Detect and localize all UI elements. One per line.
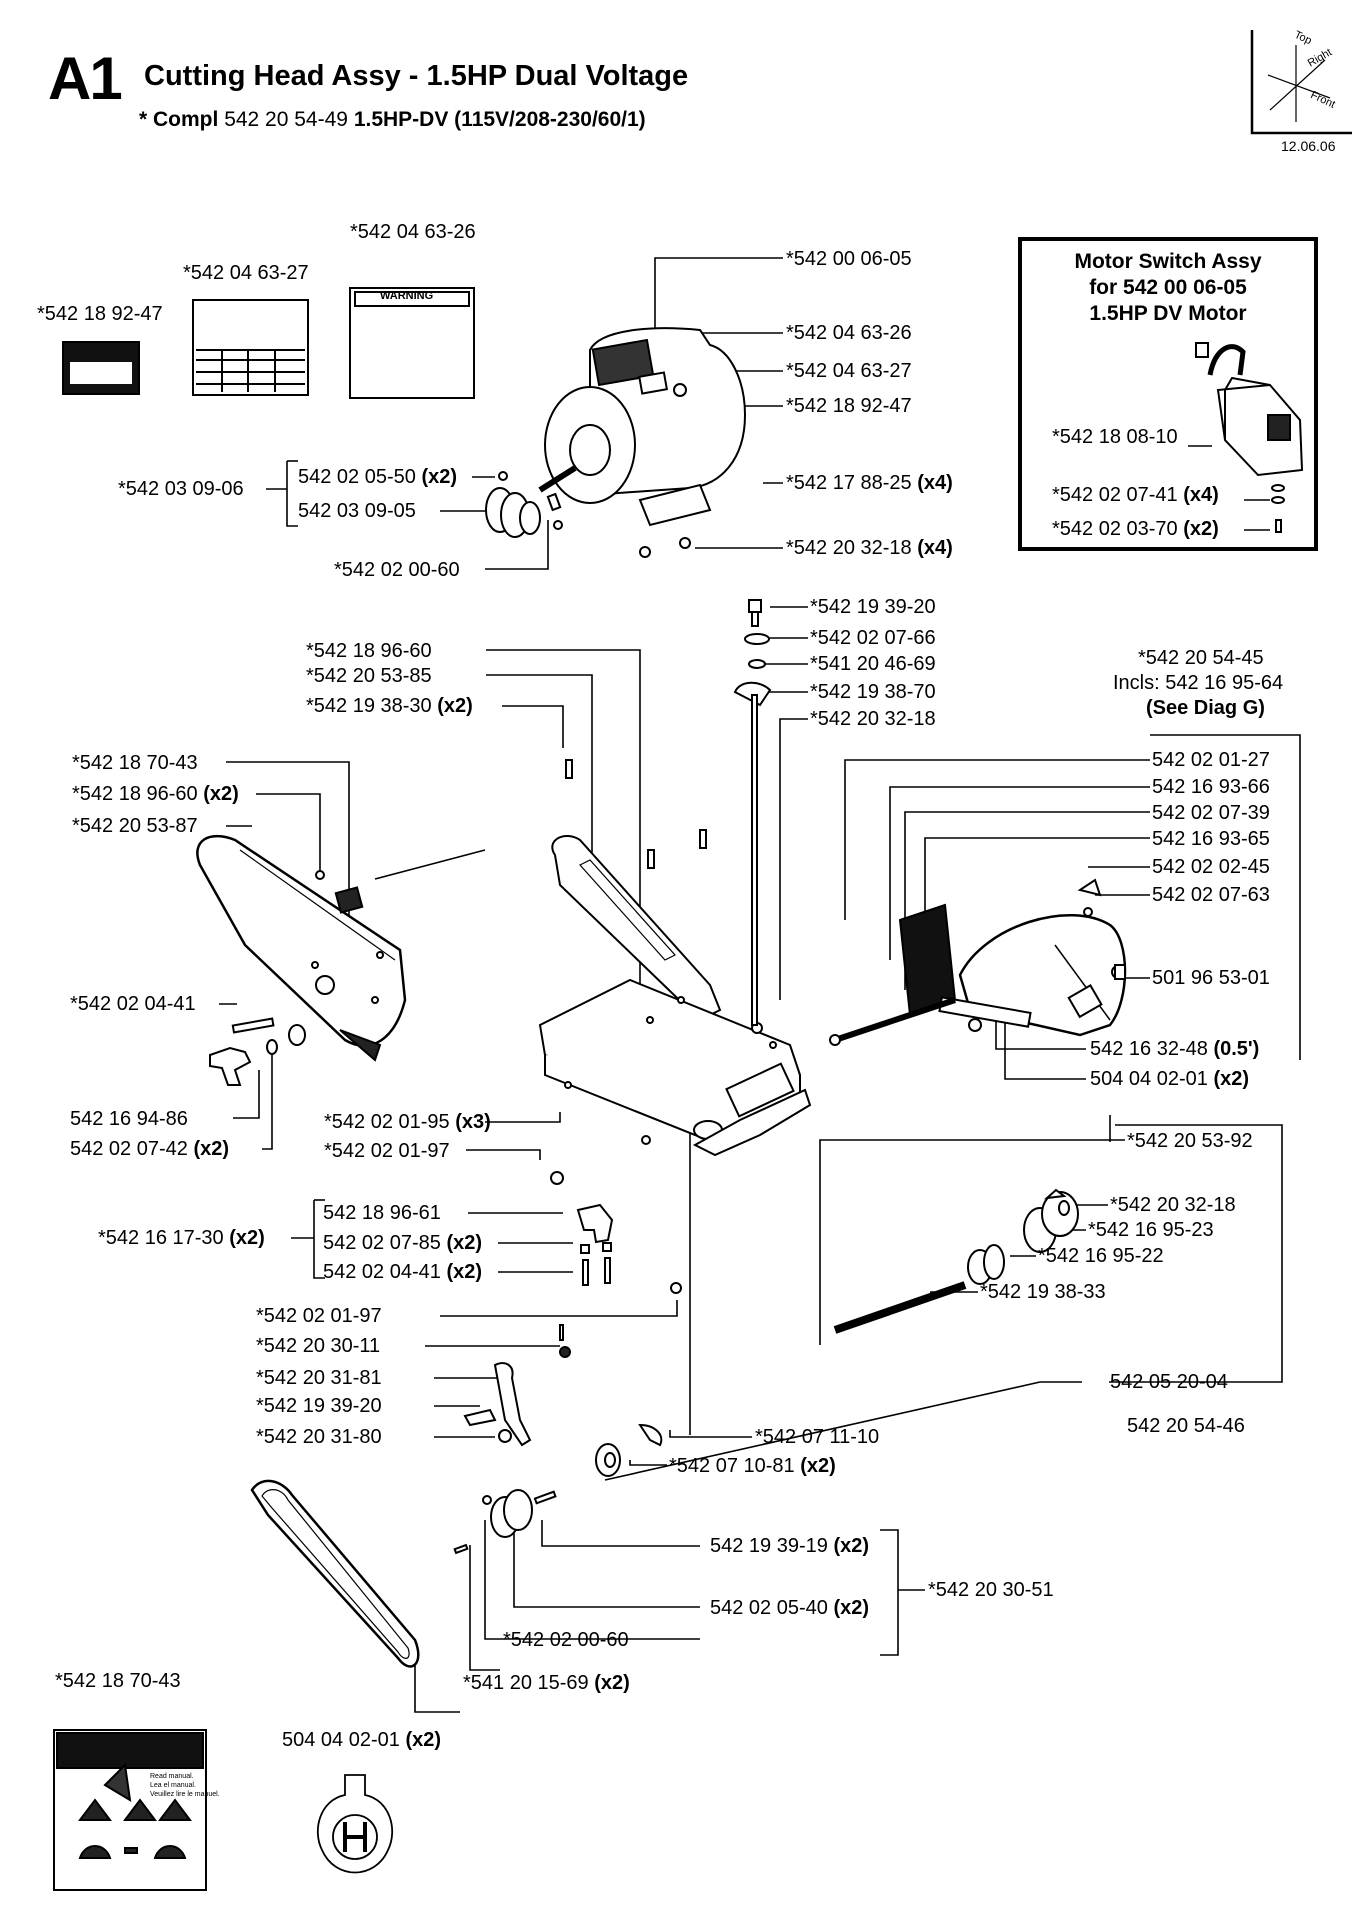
- part-callout: 542 03 09-05: [298, 500, 416, 522]
- decal-manual-artwork: [53, 1729, 207, 1891]
- part-callout: 542 05 20-04: [1110, 1371, 1228, 1393]
- part-callout: *542 02 01-95 (x3): [324, 1111, 491, 1133]
- guard-incls-note: Incls: 542 16 95-64: [1113, 672, 1284, 694]
- part-callout: *542 20 53-85: [306, 665, 432, 687]
- part-callout: 542 02 05-40 (x2): [710, 1597, 870, 1619]
- part-callout: *542 17 88-25 (x4): [786, 472, 953, 494]
- part-callout: *542 20 30-51: [928, 1579, 1054, 1601]
- part-callout: *542 16 17-30 (x2): [98, 1227, 265, 1249]
- page-title: Cutting Head Assy - 1.5HP Dual Voltage: [144, 60, 689, 92]
- part-callout: 542 16 94-86: [70, 1108, 188, 1130]
- part-callout: *542 20 32-18: [810, 708, 936, 730]
- switch-box-title: Motor Switch Assy for 542 00 06-05 1.5HP…: [1074, 250, 1262, 325]
- part-callout: *542 18 96-60 (x2): [72, 783, 239, 805]
- part-callout: *542 20 53-87: [72, 815, 198, 837]
- part-callout: 542 02 07-85 (x2): [323, 1232, 483, 1254]
- switch-part-label: *542 02 07-41 (x4): [1052, 484, 1219, 506]
- part-callout: *542 20 32-18: [1110, 1194, 1236, 1216]
- part-callout: *542 19 38-33: [980, 1281, 1106, 1303]
- part-callout: *542 19 38-70: [810, 681, 936, 703]
- part-callout: *542 18 92-47: [786, 395, 912, 417]
- decal-label: *542 18 70-43: [55, 1670, 181, 1692]
- drive-belts: [250, 1479, 420, 1668]
- part-callout: *542 19 38-30 (x2): [306, 695, 473, 717]
- part-callout: 542 02 07-39: [1152, 802, 1270, 824]
- part-callout: *542 02 04-41: [70, 993, 196, 1015]
- compl-prefix: * Compl: [139, 108, 219, 131]
- guard-see-note: (See Diag G): [1146, 697, 1265, 719]
- parts-artwork: [53, 287, 1304, 1891]
- switch-part-label: *542 02 03-70 (x2): [1052, 518, 1219, 540]
- part-callout: *542 07 10-81 (x2): [669, 1455, 836, 1477]
- compl-number: 542 20 54-49: [224, 108, 348, 131]
- part-callout: *542 20 54-45: [1138, 647, 1264, 669]
- part-callout: *541 20 15-69 (x2): [463, 1672, 630, 1694]
- blade-guard: [829, 878, 1127, 1046]
- revision-date: 12.06.06: [1281, 138, 1336, 154]
- logo-part-label: 504 04 02-01 (x2): [282, 1729, 442, 1751]
- part-callout: 501 96 53-01: [1152, 967, 1270, 989]
- part-callout: *542 04 63-27: [786, 360, 912, 382]
- base-frame: [538, 978, 812, 1157]
- part-callout: *542 19 39-20: [810, 596, 936, 618]
- part-callout: 542 16 93-66: [1152, 776, 1270, 798]
- decal-label: *542 18 92-47: [37, 303, 163, 325]
- motor-switch-assy-box: Motor Switch Assy for 542 00 06-05 1.5HP…: [1018, 237, 1318, 551]
- part-callout: *542 02 01-97: [324, 1140, 450, 1162]
- part-callout: 542 02 02-45: [1152, 856, 1270, 878]
- part-callout: 542 02 07-63: [1152, 884, 1270, 906]
- part-callout: 542 02 05-50 (x2): [298, 466, 458, 488]
- part-callout: *542 00 06-05: [786, 248, 912, 270]
- arbor-pulley: [453, 1489, 557, 1555]
- knob-assembly: [209, 1024, 306, 1086]
- section-code: A1: [48, 45, 123, 112]
- decal-label: *542 04 63-26: [350, 221, 476, 243]
- part-callout: *542 02 01-97: [256, 1305, 382, 1327]
- part-callout: *542 20 53-92: [1127, 1130, 1253, 1152]
- part-callout: *542 20 31-80: [256, 1426, 382, 1448]
- part-callout: 504 04 02-01 (x2): [1090, 1068, 1250, 1090]
- part-callout: *542 18 96-60: [306, 640, 432, 662]
- part-callout: *542 07 11-10: [755, 1426, 880, 1448]
- orientation-frame: [1250, 30, 1352, 135]
- manual-decal-text: Read manual. Lea el manual. Veuillez lir…: [150, 1773, 220, 1798]
- part-callout: *542 16 95-22: [1038, 1245, 1164, 1267]
- warning-heading: WARNING: [380, 290, 434, 302]
- arbor-shaft: [833, 1188, 1079, 1334]
- tension-lever: [463, 1324, 571, 1447]
- part-callout: 542 02 04-41 (x2): [323, 1261, 483, 1283]
- part-callout: 542 16 32-48 (0.5'): [1090, 1038, 1260, 1060]
- part-callout: *542 19 39-20: [256, 1395, 382, 1417]
- part-callout: 542 02 01-27: [1152, 749, 1270, 771]
- switch-part-label: *542 18 08-10: [1052, 426, 1178, 448]
- part-callout: *542 02 00-60: [503, 1629, 629, 1651]
- part-callout: 542 02 07-42 (x2): [70, 1138, 230, 1160]
- motor-switch: [1195, 342, 1304, 533]
- decal-label: *542 04 63-27: [183, 262, 309, 284]
- motor-drawing: [538, 327, 747, 527]
- part-callout: *542 02 07-66: [810, 627, 936, 649]
- part-callout: *541 20 46-69: [810, 653, 936, 675]
- part-callout: *542 20 31-81: [256, 1367, 382, 1389]
- part-callout: *542 04 63-26: [786, 322, 912, 344]
- decal-warning: [349, 287, 475, 399]
- compl-model: 1.5HP-DV (115V/208-230/60/1): [353, 108, 646, 131]
- motor-pulley: [485, 487, 563, 538]
- decal-small: [62, 341, 140, 395]
- part-callout: *542 20 30-11: [256, 1335, 381, 1357]
- husqvarna-logo: [317, 1774, 393, 1874]
- part-callout: *542 20 32-18 (x4): [786, 537, 953, 559]
- part-callout: 542 16 93-65: [1152, 828, 1270, 850]
- part-callout: 542 18 96-61: [323, 1202, 441, 1224]
- part-callout: *542 18 70-43: [72, 752, 198, 774]
- part-callout: *542 16 95-23: [1088, 1219, 1214, 1241]
- part-callout: 542 19 39-19 (x2): [710, 1535, 870, 1557]
- part-callout: 542 20 54-46: [1127, 1415, 1245, 1437]
- complete-assembly-line: * Compl 542 20 54-49 1.5HP-DV (115V/208-…: [139, 108, 646, 132]
- decal-table: [192, 299, 309, 396]
- belt-guard-arm: [196, 834, 407, 1062]
- part-callout: *542 02 00-60: [334, 559, 460, 581]
- part-callout: *542 03 09-06: [118, 478, 244, 500]
